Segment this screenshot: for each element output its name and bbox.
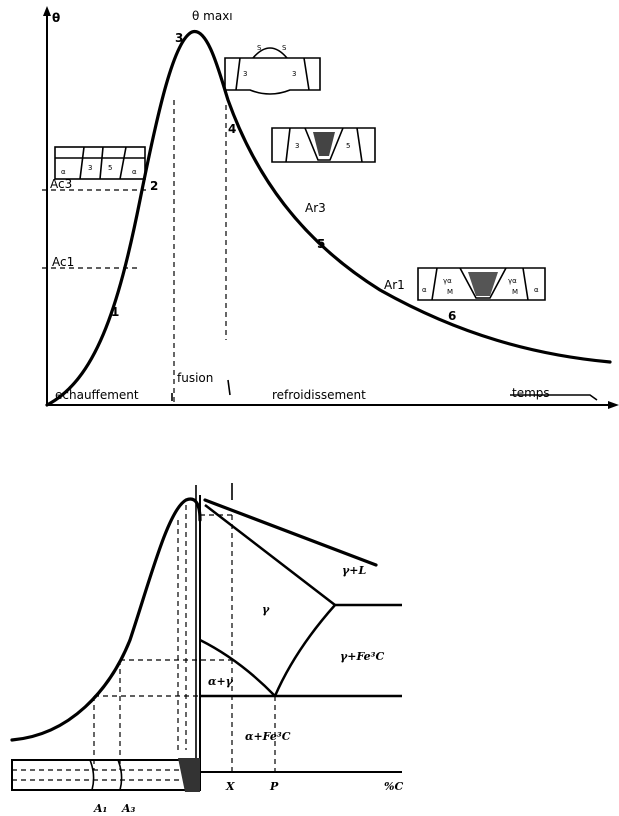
x-label: X: [225, 780, 235, 793]
alpha-fe3c-label: α+Fe³C: [245, 730, 291, 743]
svg-text:γα: γα: [508, 277, 517, 285]
a3-line: [199, 638, 276, 697]
acm-line: [273, 604, 336, 697]
weld-section-inset-final: α γα M γα M α: [417, 267, 546, 301]
svg-text:3: 3: [295, 142, 299, 150]
point-3: 3: [175, 31, 183, 45]
a3-label: A₃: [121, 802, 136, 815]
cooling-label: refroidissement: [272, 388, 366, 402]
point-2: 2: [150, 179, 158, 193]
svg-text:α: α: [132, 168, 137, 176]
gamma-label: γ: [262, 603, 270, 616]
svg-text:α: α: [61, 168, 66, 176]
svg-text:3: 3: [292, 70, 296, 78]
svg-text:S: S: [282, 44, 287, 52]
theta-axis-arrow: [43, 6, 51, 16]
weld-bar-section: [11, 758, 201, 792]
point-4: 4: [228, 122, 236, 136]
point-5: 5: [317, 237, 325, 251]
time-label: temps: [512, 386, 550, 400]
liquidus-line: [203, 498, 378, 567]
theta-max-label: θ maxı: [192, 9, 233, 23]
ac1-label: Ac1: [52, 255, 74, 269]
heating-label: echauffement: [55, 388, 139, 402]
svg-text:3: 3: [88, 164, 92, 172]
carbon-pct-label: %C: [384, 780, 403, 793]
point-6: 6: [448, 309, 456, 323]
point-1: 1: [111, 305, 119, 319]
iron-carbon-diagram: γ+L γ γ+Fe³C α+γ α+Fe³C X P %C A₁ A₃: [10, 483, 403, 815]
gamma-fe3c-label: γ+Fe³C: [340, 650, 385, 663]
solidus-line: [204, 504, 336, 606]
gamma-l-label: γ+L: [342, 564, 366, 577]
alpha-gamma-label: α+γ: [208, 675, 234, 688]
p-label: P: [269, 780, 279, 793]
svg-text:M: M: [447, 288, 453, 296]
theta-axis-label: θ: [52, 11, 60, 25]
svg-text:γα: γα: [443, 277, 452, 285]
weld-section-inset-heating: α 3 5 α: [54, 146, 146, 180]
phase-tick-2: [227, 379, 231, 396]
weld-section-inset-max: S S 3 3: [224, 44, 321, 95]
time-axis-arrow: [608, 401, 619, 409]
time-underline: [510, 394, 598, 401]
svg-text:α: α: [422, 286, 427, 294]
ar1-label: Ar1: [384, 278, 405, 292]
weld-section-inset-cooling: 3 5: [271, 127, 376, 163]
svg-text:S: S: [257, 44, 262, 52]
a1-label: A₁: [93, 802, 107, 815]
thermal-curve: [45, 30, 612, 407]
ac3-label: Ac3: [50, 177, 72, 191]
svg-text:M: M: [512, 288, 518, 296]
svg-text:5: 5: [346, 142, 350, 150]
svg-text:3: 3: [243, 70, 247, 78]
svg-text:α: α: [534, 286, 539, 294]
fusion-label: fusion: [177, 371, 213, 385]
peak-temperature-curve: [10, 497, 202, 742]
thermal-cycle-chart: θ Ac3 Ac1 1 2 3 4 5 6 θ maxı Ar3 Ar1 ech…: [42, 6, 619, 409]
svg-text:5: 5: [108, 164, 112, 172]
ar3-label: Ar3: [305, 201, 326, 215]
